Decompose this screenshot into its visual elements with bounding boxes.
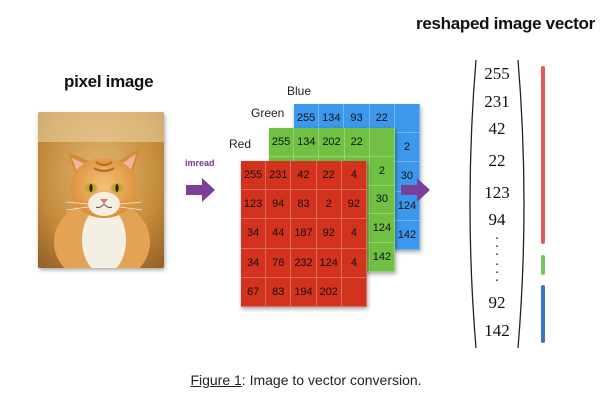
pixel-cell: 4 (341, 248, 367, 278)
blue-segment-bar (541, 285, 545, 343)
pixel-cell: 142 (369, 243, 395, 272)
pixel-cell: 94 (266, 190, 292, 220)
vector-value: 231 (484, 92, 510, 111)
red-segment-bar (541, 66, 545, 244)
pixel-cell: 67 (241, 277, 267, 307)
pixel-cell: 231 (266, 161, 292, 191)
imread-label: imread (185, 158, 215, 168)
pixel-cell: 123 (241, 190, 267, 220)
vector-value: 22 (488, 151, 506, 170)
vertical-ellipsis-icon: ··· (494, 232, 500, 263)
figure-link[interactable]: Figure 1 (190, 372, 242, 388)
cat-photo (38, 112, 164, 268)
pixel-cell: 30 (369, 185, 395, 215)
pixel-cell: 4 (341, 161, 367, 191)
vector-value: 123 (484, 183, 510, 202)
green-segment-bar (541, 255, 545, 275)
pixel-cell: 202 (316, 277, 342, 307)
pixel-cell: 34 (241, 219, 267, 249)
pixel-cell: 92 (341, 190, 367, 220)
red-channel-label: Red (229, 137, 252, 151)
pixel-cell: 22 (316, 161, 342, 191)
pixel-cell (341, 277, 367, 307)
pixel-cell: 255 (269, 128, 295, 157)
vector-value: 94 (488, 210, 506, 229)
cat-image (38, 112, 164, 268)
pixel-cell: 83 (291, 190, 317, 220)
pixel-cell: 202 (319, 128, 345, 157)
caption-text: : Image to vector conversion. (241, 372, 422, 388)
pixel-image-heading: pixel image (64, 72, 154, 91)
blue-channel-label: Blue (287, 84, 312, 98)
vector-brackets (469, 59, 525, 349)
pixel-cell: 134 (294, 128, 320, 157)
green-channel-label: Green (251, 106, 285, 120)
pixel-cell: 124 (369, 214, 395, 244)
arrow-right-icon (401, 178, 430, 202)
vector-value: 42 (488, 119, 506, 138)
pixel-cell: 2 (316, 190, 342, 220)
pixel-cell: 42 (291, 161, 317, 191)
arrow-right-icon (186, 178, 215, 202)
pixel-cell: 76 (266, 248, 292, 278)
pixel-cell: 187 (291, 219, 317, 249)
pixel-cell: 34 (241, 248, 267, 278)
vector-value: 92 (488, 293, 506, 312)
pixel-cell: 255 (241, 161, 267, 191)
figure-caption: Figure 1: Image to vector conversion. (0, 372, 612, 388)
pixel-cell: 124 (316, 248, 342, 278)
pixel-cell: 2 (394, 133, 420, 163)
pixel-cell: 22 (344, 128, 370, 157)
pixel-cell: 83 (266, 277, 292, 307)
pixel-cell: 142 (394, 220, 420, 250)
pixel-cell: 44 (266, 219, 292, 249)
reshaped-vector-heading: reshaped image vector (416, 14, 595, 33)
vertical-ellipsis-icon: ··· (494, 258, 500, 289)
pixel-cell: 124 (394, 191, 420, 221)
vector-value: 142 (484, 321, 510, 340)
pixel-cell (369, 128, 395, 157)
pixel-cell: 2 (369, 156, 395, 186)
pixel-cell: 4 (341, 219, 367, 249)
pixel-cell: 92 (316, 219, 342, 249)
pixel-cell: 194 (291, 277, 317, 307)
pixel-cell (394, 104, 420, 134)
pixel-cell: 232 (291, 248, 317, 278)
vector-value: 255 (484, 64, 510, 83)
